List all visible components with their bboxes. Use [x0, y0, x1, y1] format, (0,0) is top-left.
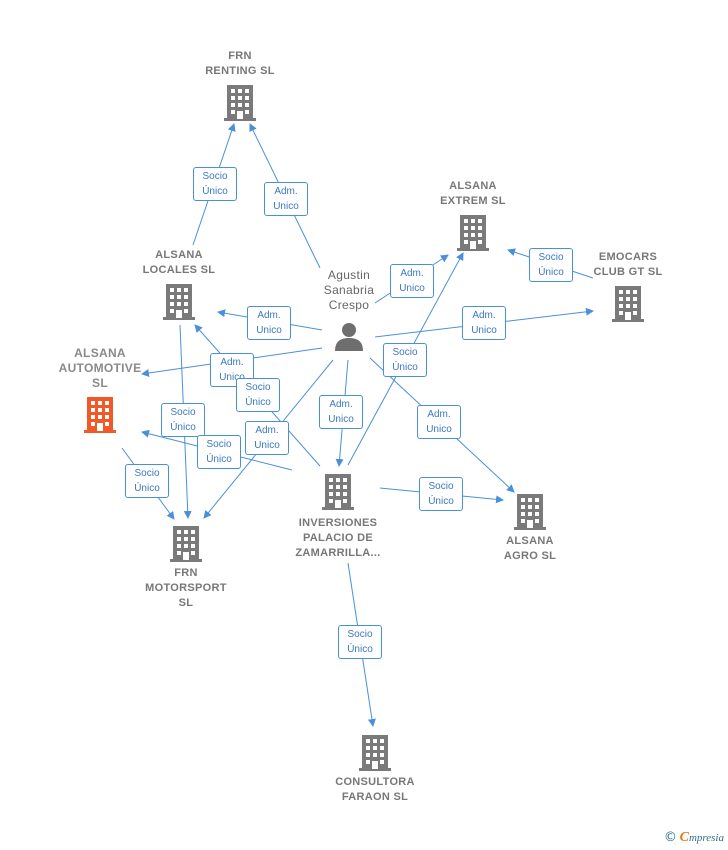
footer-brand: © Cmpresia: [664, 830, 724, 846]
node-label: CONSULTORA FARAON SL: [335, 776, 415, 803]
node-inversiones[interactable]: INVERSIONES PALACIO DE ZAMARRILLA...: [281, 474, 395, 561]
edge-label-socio-unico[interactable]: Socio Único: [383, 343, 427, 377]
node-alsana-extrem[interactable]: ALSANA EXTREM SL: [423, 179, 523, 251]
brand-logo-text: mpresia: [688, 832, 724, 844]
edge-label-socio-unico[interactable]: Socio Único: [236, 378, 280, 412]
person-icon: [335, 323, 363, 351]
edge-label-adm-unico[interactable]: Adm. Unico: [210, 353, 254, 387]
node-label: INVERSIONES PALACIO DE ZAMARRILLA...: [295, 517, 381, 559]
building-icon: [224, 85, 256, 121]
edge-label-adm-unico[interactable]: Adm. Unico: [247, 306, 291, 340]
node-emocars[interactable]: EMOCARS CLUB GT SL: [578, 250, 678, 322]
building-icon: [457, 215, 489, 251]
building-icon: [514, 494, 546, 530]
edge-label-adm-unico[interactable]: Adm. Unico: [417, 405, 461, 439]
edge-label-adm-unico[interactable]: Adm. Unico: [264, 182, 308, 216]
node-agustin[interactable]: Agustin Sanabria Crespo: [299, 268, 399, 351]
building-icon: [322, 474, 354, 510]
edge-label-socio-unico[interactable]: Socio Único: [338, 625, 382, 659]
node-label: Agustin Sanabria Crespo: [323, 268, 375, 312]
building-icon: [612, 286, 644, 322]
edge-label-adm-unico[interactable]: Adm. Unico: [245, 421, 289, 455]
copyright-icon: ©: [663, 830, 677, 845]
node-alsana-automotive[interactable]: ALSANA AUTOMOTIVE SL: [50, 346, 150, 433]
edge-label-adm-unico[interactable]: Adm. Unico: [462, 306, 506, 340]
edge-label-socio-unico[interactable]: Socio Único: [419, 477, 463, 511]
edge-label-socio-unico[interactable]: Socio Único: [161, 403, 205, 437]
node-label: FRN RENTING SL: [205, 50, 275, 77]
node-alsana-agro[interactable]: ALSANA AGRO SL: [480, 494, 580, 564]
building-icon: [84, 397, 116, 433]
building-icon: [359, 735, 391, 771]
node-label: EMOCARS CLUB GT SL: [593, 251, 663, 278]
edge-label-socio-unico[interactable]: Socio Único: [125, 464, 169, 498]
brand-logo-initial: C: [679, 830, 689, 845]
node-label: ALSANA AGRO SL: [503, 535, 557, 562]
edge-label-socio-unico[interactable]: Socio Único: [193, 167, 237, 201]
edge-label-adm-unico[interactable]: Adm. Unico: [319, 395, 363, 429]
node-alsana-locales[interactable]: ALSANA LOCALES SL: [129, 248, 229, 320]
building-icon: [163, 284, 195, 320]
node-consultora[interactable]: CONSULTORA FARAON SL: [325, 735, 425, 805]
edge-label-adm-unico[interactable]: Adm. Unico: [390, 264, 434, 298]
node-frn-motorsport[interactable]: FRN MOTORSPORT SL: [136, 526, 236, 611]
edge-label-socio-unico[interactable]: Socio Único: [529, 248, 573, 282]
node-label: ALSANA LOCALES SL: [142, 249, 216, 276]
node-label: ALSANA EXTREM SL: [440, 180, 506, 207]
node-frn-renting[interactable]: FRN RENTING SL: [190, 49, 290, 121]
node-label: ALSANA AUTOMOTIVE SL: [58, 346, 142, 390]
edge-label-socio-unico[interactable]: Socio Único: [197, 435, 241, 469]
building-icon: [170, 526, 202, 562]
node-label: FRN MOTORSPORT SL: [145, 567, 227, 609]
